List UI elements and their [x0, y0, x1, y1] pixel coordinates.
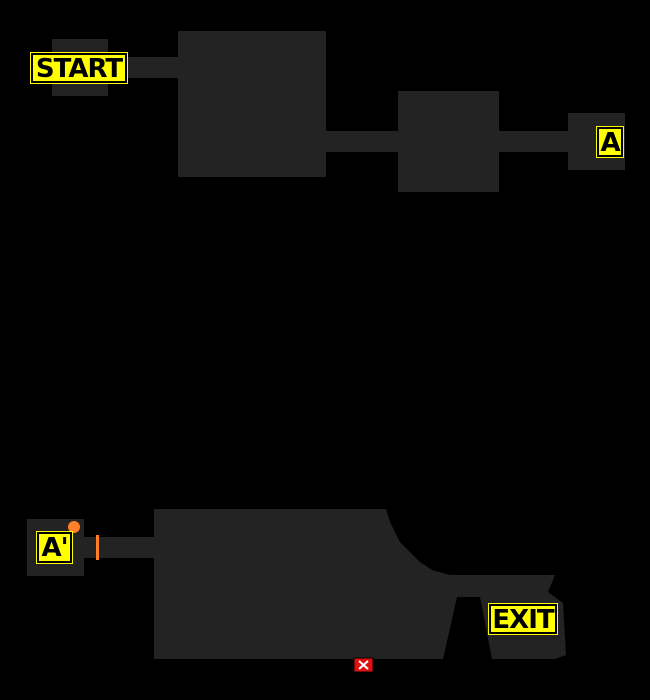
label-a: A	[596, 126, 624, 158]
blocked-marker-icon[interactable]	[353, 657, 374, 673]
room-large-top	[178, 31, 326, 177]
label-exit: EXIT	[488, 603, 558, 635]
label-a-prime: A'	[36, 531, 73, 564]
door-icon[interactable]	[96, 535, 99, 560]
player-marker-icon[interactable]	[68, 521, 80, 533]
room-middle-top	[398, 91, 499, 192]
corridor-top-middle	[326, 131, 398, 152]
label-start: START	[30, 52, 128, 84]
corridor-a-prime	[84, 537, 154, 558]
corridor-to-a	[499, 131, 568, 152]
room-large-bottom	[154, 509, 566, 659]
